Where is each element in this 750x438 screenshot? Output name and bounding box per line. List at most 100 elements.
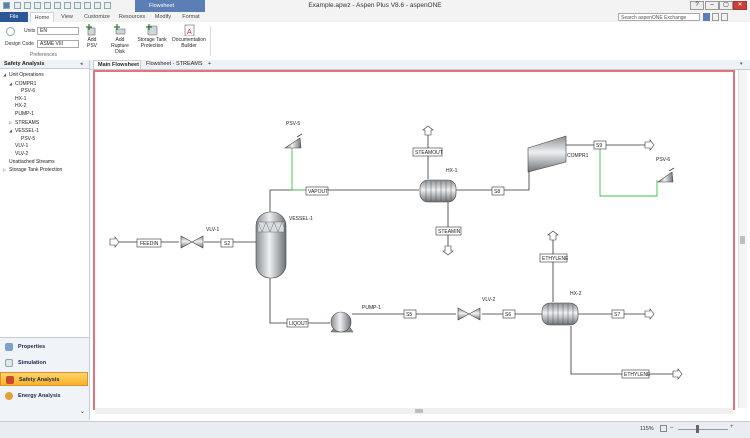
tree-item[interactable]: HX-1 xyxy=(3,96,89,104)
tree-item[interactable]: ◢VESSEL-1 xyxy=(3,127,89,136)
block-vlv2[interactable]: VLV-2 xyxy=(457,297,495,321)
redo-icon[interactable] xyxy=(34,2,41,9)
stream-label-steamin[interactable]: STEAMIN xyxy=(438,229,461,235)
ribbon: Units EN Design Code ASME VIII Preferenc… xyxy=(0,22,750,61)
search-icon[interactable] xyxy=(703,13,710,21)
block-pump1[interactable]: PUMP-1 xyxy=(330,305,381,333)
block-hx1[interactable]: HX-1 xyxy=(419,168,458,203)
stream-label-s7[interactable]: S7 xyxy=(614,312,620,318)
stream-label-vapout[interactable]: VAPOUT xyxy=(308,189,328,195)
new-tab-button[interactable]: + xyxy=(208,61,212,67)
stream-label-s8[interactable]: S8 xyxy=(494,189,500,195)
zoom-slider-thumb[interactable] xyxy=(696,425,699,433)
nav-properties-button[interactable]: Properties xyxy=(0,340,88,354)
tree-item[interactable]: ◢COMPR1 xyxy=(3,80,89,89)
stream-label-feedin[interactable]: FEEDIN xyxy=(140,241,159,247)
storage-tank-protection-button[interactable]: Storage Tank Protection xyxy=(136,24,168,58)
doc-builder-label: Documentation Builder xyxy=(172,37,206,49)
block-compr1[interactable]: COMPR1 xyxy=(527,135,589,173)
context-tab-flowsheet: Flowsheet xyxy=(135,0,205,12)
tab-flowsheet-streams-label: Flowsheet - STREAMS xyxy=(146,61,203,67)
help-button[interactable]: ? xyxy=(690,1,704,10)
nav-properties-label: Properties xyxy=(18,344,46,350)
block-vlv1[interactable]: VLV-1 xyxy=(180,227,219,249)
stream-label-ethylene-out[interactable]: ETHYLENE xyxy=(624,372,651,378)
nav-safety-analysis-button[interactable]: Safety Analysis xyxy=(0,372,88,386)
heat-exchanger-icon xyxy=(541,302,579,326)
close-button[interactable]: ✕ xyxy=(733,1,747,10)
block-psv5[interactable]: PSV-5 xyxy=(284,121,303,149)
tab-format[interactable]: Format xyxy=(182,14,200,20)
fit-page-icon[interactable] xyxy=(660,425,667,432)
tree-expander-icon[interactable]: ▷ xyxy=(9,119,13,125)
stream-label-s6[interactable]: S6 xyxy=(505,312,511,318)
add-rupture-disk-button[interactable]: Add Rupture Disk xyxy=(106,24,134,58)
tree-item[interactable]: PSV-6 xyxy=(3,88,89,96)
nav-simulation-button[interactable]: Simulation xyxy=(0,356,88,370)
valve-icon xyxy=(457,307,481,321)
stream-label-steamout[interactable]: STEAMOUT xyxy=(415,150,443,156)
units-select[interactable]: EN xyxy=(37,27,79,35)
tree-item[interactable]: ▷Storage Tank Protection xyxy=(3,166,89,175)
tab-home[interactable]: Home xyxy=(30,12,54,22)
block-psv6[interactable]: PSV-6 xyxy=(656,157,675,183)
tab-resources[interactable]: Resources xyxy=(118,14,146,20)
tree-expander-icon[interactable]: ▷ xyxy=(3,167,7,173)
search-input[interactable]: Search aspenONE Exchange xyxy=(618,13,700,21)
zoom-slider[interactable] xyxy=(678,429,728,430)
maximize-button[interactable]: ▢ xyxy=(719,1,733,10)
tree-item[interactable]: PSV-5 xyxy=(3,136,89,144)
run-icon[interactable] xyxy=(44,2,51,9)
tree-expander-icon[interactable]: ◢ xyxy=(9,80,13,86)
help-icon[interactable] xyxy=(712,13,719,21)
horizontal-scrollbar[interactable] xyxy=(95,408,733,414)
zoom-in-icon[interactable]: + xyxy=(730,424,734,430)
documentation-builder-button[interactable]: A Documentation Builder xyxy=(170,24,208,58)
zoom-out-icon[interactable]: – xyxy=(670,425,674,431)
tree-item[interactable]: ▷STREAMS xyxy=(3,119,89,128)
tree-item[interactable]: HX-2 xyxy=(3,103,89,111)
add-psv-label: Add PSV xyxy=(86,37,97,49)
horizontal-scroll-thumb[interactable] xyxy=(415,409,423,413)
vertical-scroll-thumb[interactable] xyxy=(740,236,745,244)
pane-pin-icon[interactable]: ◂ xyxy=(80,61,83,67)
customize-qat-icon[interactable] xyxy=(104,2,111,9)
tree-item[interactable]: VLV-2 xyxy=(3,151,89,159)
tree-expander-icon[interactable]: ◢ xyxy=(9,128,13,134)
tree-item-label: Storage Tank Protection xyxy=(9,167,63,174)
design-code-select[interactable]: ASME VIII xyxy=(37,40,79,48)
stop-icon[interactable] xyxy=(64,2,71,9)
nav-energy-analysis-button[interactable]: Energy Analysis xyxy=(0,389,88,403)
block-label-vlv1: VLV-1 xyxy=(206,227,219,233)
vertical-scrollbar[interactable] xyxy=(738,70,747,408)
tab-customize[interactable]: Customize xyxy=(84,14,110,20)
tab-list-chevron-icon[interactable]: ▾ xyxy=(740,61,743,67)
reset-icon[interactable] xyxy=(74,2,81,9)
stream-label-s2[interactable]: S2 xyxy=(224,241,230,247)
stream-label-s9[interactable]: S9 xyxy=(596,143,602,149)
step-icon[interactable] xyxy=(54,2,61,9)
next-icon[interactable] xyxy=(94,2,101,9)
options-icon[interactable] xyxy=(721,13,728,21)
stream-label-ethylene-in[interactable]: ETHYLENE xyxy=(542,256,569,262)
minimize-button[interactable]: – xyxy=(705,1,719,10)
nav-overflow-chevron-icon[interactable]: ⌄ xyxy=(80,409,86,415)
save-icon[interactable] xyxy=(14,2,21,9)
tree-item[interactable]: VLV-1 xyxy=(3,143,89,151)
tree-item-label: HX-2 xyxy=(15,103,27,110)
block-vessel1[interactable]: VESSEL-1 xyxy=(255,211,313,279)
stream-label-s5[interactable]: S5 xyxy=(406,312,412,318)
tab-modify[interactable]: Modify xyxy=(154,14,172,20)
tree-item[interactable]: Unattached Streams xyxy=(3,159,89,167)
tab-view[interactable]: View xyxy=(61,14,73,20)
control-panel-icon[interactable] xyxy=(84,2,91,9)
undo-icon[interactable] xyxy=(24,2,31,9)
block-hx2[interactable]: HX-2 xyxy=(541,291,582,326)
tree-item[interactable]: ◢Unit Operations xyxy=(3,71,89,80)
stream-label-liqout[interactable]: LIQOUT xyxy=(289,321,308,327)
nav-safety-analysis-label: Safety Analysis xyxy=(19,377,60,383)
tree-item[interactable]: PUMP-1 xyxy=(3,111,89,119)
tree-expander-icon[interactable]: ◢ xyxy=(3,72,7,77)
add-psv-button[interactable]: Add PSV xyxy=(83,24,101,58)
tab-file[interactable]: File xyxy=(0,12,28,22)
